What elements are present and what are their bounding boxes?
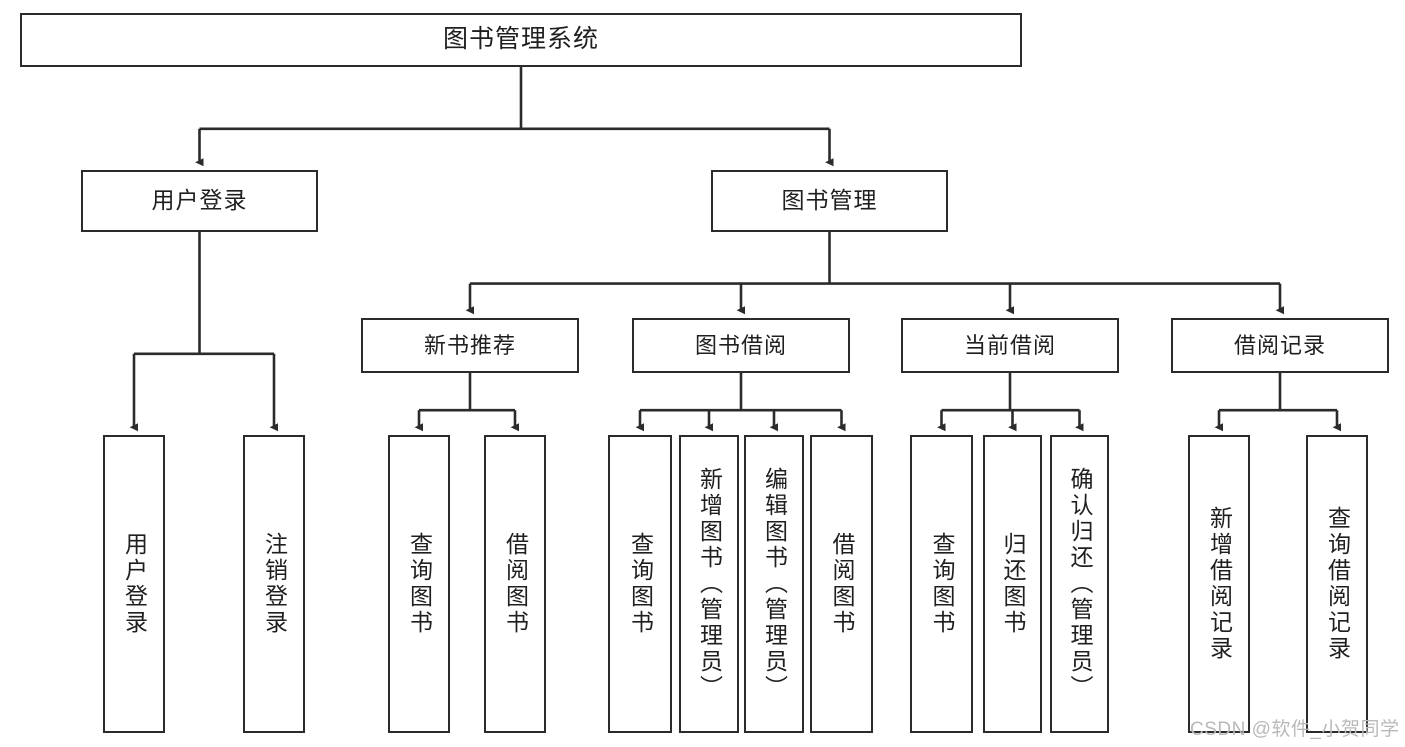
node-label-book-borrow: 图书借阅	[694, 332, 787, 358]
node-new-book-rec[interactable]: 新书推荐	[361, 318, 579, 373]
node-label-leaf-edit-book: 编辑图书（管理员）	[761, 467, 788, 701]
node-label-leaf-query-book-3: 查询图书	[929, 532, 955, 636]
node-leaf-borrow-book-2[interactable]: 借阅图书	[810, 435, 873, 733]
node-label-user-login: 用户登录	[151, 187, 248, 214]
node-label-leaf-borrow-book-2: 借阅图书	[829, 532, 855, 636]
node-leaf-edit-book[interactable]: 编辑图书（管理员）	[744, 435, 804, 733]
node-label-leaf-logout: 注销登录	[261, 532, 288, 636]
node-leaf-query-book-1[interactable]: 查询图书	[388, 435, 450, 733]
node-leaf-confirm-return[interactable]: 确认归还（管理员）	[1050, 435, 1109, 733]
node-leaf-add-record[interactable]: 新增借阅记录	[1188, 435, 1250, 733]
node-book-manage[interactable]: 图书管理	[711, 170, 948, 232]
tree-edges	[129, 67, 1342, 432]
node-label-leaf-query-record: 查询借阅记录	[1324, 506, 1351, 662]
node-label-root: 图书管理系统	[442, 25, 599, 54]
node-leaf-logout[interactable]: 注销登录	[243, 435, 305, 733]
node-label-borrow-record: 借阅记录	[1233, 332, 1326, 358]
node-leaf-return-book[interactable]: 归还图书	[983, 435, 1042, 733]
node-borrow-record[interactable]: 借阅记录	[1171, 318, 1389, 373]
node-label-leaf-add-book: 新增图书（管理员）	[696, 467, 723, 701]
node-label-leaf-add-record: 新增借阅记录	[1206, 506, 1233, 662]
node-label-current-borrow: 当前借阅	[963, 332, 1056, 358]
node-label-leaf-confirm-return: 确认归还（管理员）	[1067, 467, 1093, 701]
node-label-leaf-user-login: 用户登录	[121, 532, 148, 636]
node-label-leaf-query-book-2: 查询图书	[627, 532, 654, 636]
node-leaf-query-book-3[interactable]: 查询图书	[910, 435, 973, 733]
node-leaf-add-book[interactable]: 新增图书（管理员）	[679, 435, 739, 733]
node-leaf-user-login[interactable]: 用户登录	[103, 435, 165, 733]
csdn-watermark: CSDN @软件_小贺同学	[1190, 719, 1400, 740]
node-label-leaf-query-book-1: 查询图书	[406, 532, 433, 636]
node-label-leaf-borrow-book-1: 借阅图书	[502, 532, 529, 636]
node-label-leaf-return-book: 归还图书	[1000, 532, 1026, 636]
node-leaf-borrow-book-1[interactable]: 借阅图书	[484, 435, 546, 733]
node-user-login[interactable]: 用户登录	[81, 170, 318, 232]
node-label-book-manage: 图书管理	[781, 187, 878, 214]
node-current-borrow[interactable]: 当前借阅	[901, 318, 1119, 373]
node-root[interactable]: 图书管理系统	[20, 13, 1022, 67]
node-label-new-book-rec: 新书推荐	[423, 332, 516, 358]
node-book-borrow[interactable]: 图书借阅	[632, 318, 850, 373]
node-leaf-query-book-2[interactable]: 查询图书	[608, 435, 672, 733]
node-leaf-query-record[interactable]: 查询借阅记录	[1306, 435, 1368, 733]
